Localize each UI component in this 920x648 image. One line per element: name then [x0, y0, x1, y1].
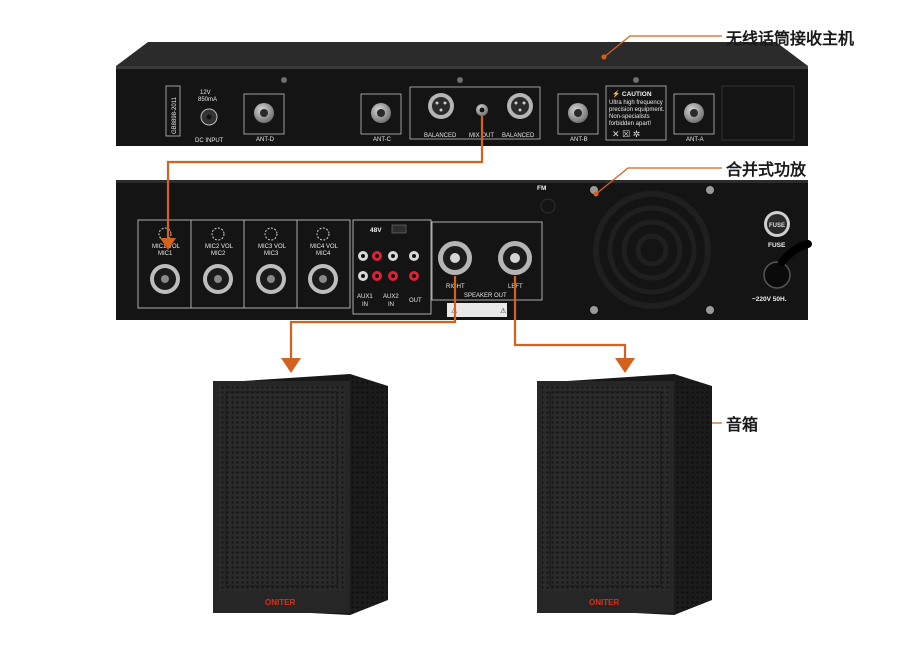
- certification-label: GB8898-2011: [172, 96, 178, 134]
- receiver-callout-label: 无线话筒接收主机: [726, 29, 855, 48]
- speaker-side-panel: [674, 374, 712, 615]
- integrated-amplifier: MIC1 VOL MIC1 MIC2 VOL MIC2 MIC3 VOL MIC…: [116, 180, 812, 320]
- power-spec-voltage: 12V: [200, 90, 211, 96]
- balanced-right-label: BALANCED: [502, 133, 535, 139]
- audio-output-block: BALANCED MIX OUT BALANCED: [409, 86, 541, 140]
- amplifier-callout-line: [595, 167, 722, 195]
- arrow-down-icon: [160, 238, 176, 250]
- ant-b-label: ANT-B: [570, 137, 588, 143]
- ant-a-label: ANT-A: [686, 137, 704, 143]
- mic-input-section: MIC1 VOL MIC1 MIC2 VOL MIC2 MIC3 VOL MIC…: [137, 219, 351, 309]
- speaker-side-panel: [350, 374, 388, 615]
- receiver-callout-line: [603, 35, 722, 58]
- antenna-port-a[interactable]: ANT-A: [673, 93, 715, 143]
- caution-line: forbidden apart!: [609, 121, 651, 127]
- volume-knob-icon: [211, 227, 225, 241]
- aux2-label: AUX2: [383, 294, 399, 300]
- ant-c-label: ANT-C: [373, 137, 392, 143]
- warning-icon: ⚠: [500, 307, 507, 315]
- mic-channel-2[interactable]: MIC2 VOL MIC2: [203, 227, 234, 294]
- amplifier-callout-label: 合并式功放: [726, 160, 807, 179]
- fm-antenna-port[interactable]: [540, 198, 556, 214]
- connection-lines: [160, 116, 635, 373]
- mic4-vol-label: MIC4 VOL: [310, 244, 339, 250]
- right-to-speaker-left-cable: [289, 276, 457, 360]
- rating-plate: [447, 303, 507, 317]
- fuse-cap-text: FUSE: [769, 223, 785, 229]
- mic-channel-4[interactable]: MIC4 VOL MIC4: [308, 227, 339, 294]
- balanced-left-label: BALANCED: [424, 133, 457, 139]
- mic3-vol-label: MIC3 VOL: [258, 244, 287, 250]
- arrow-down-icon: [615, 358, 635, 373]
- caution-line: Non-specialists: [609, 114, 650, 120]
- mic2-label: MIC2: [211, 251, 226, 257]
- aux-section: 48V AUX1 IN AUX2 IN OUT: [352, 219, 432, 315]
- caution-line: precision equipment.: [609, 107, 665, 113]
- mic-channel-3[interactable]: MIC3 VOL MIC3: [256, 227, 287, 294]
- volume-knob-icon: [316, 227, 330, 241]
- power-inlet[interactable]: ~220V 50H.: [752, 240, 812, 303]
- aux1-label: AUX1: [357, 294, 373, 300]
- aux1-in-jacks[interactable]: [358, 251, 382, 281]
- receiver-top: [116, 42, 808, 66]
- xlr-balanced-right[interactable]: [507, 93, 533, 119]
- caution-title: ⚡ CAUTION: [612, 90, 652, 98]
- mic1-label: MIC1: [158, 251, 173, 257]
- fuse-label: FUSE: [768, 242, 786, 249]
- mic4-label: MIC4: [316, 251, 331, 257]
- speaker-grille: [542, 386, 669, 592]
- dc-input-port[interactable]: 12V 850mA DC INPUT: [195, 90, 224, 144]
- caution-panel: ⚡ CAUTION Ultra high frequency precision…: [605, 85, 667, 141]
- volume-knob-icon: [158, 227, 172, 241]
- speaker-left: ONITER: [213, 374, 388, 615]
- speaker-grille: [218, 386, 345, 592]
- antenna-port-d[interactable]: ANT-D: [243, 93, 285, 143]
- ant-d-label: ANT-D: [256, 137, 275, 143]
- out-label: OUT: [409, 298, 422, 304]
- speakon-left[interactable]: LEFT: [498, 241, 532, 290]
- aux2-in-label: IN: [388, 302, 394, 308]
- screw-icon: [633, 77, 639, 83]
- power-spec-label: ~220V 50H.: [752, 296, 787, 303]
- fm-label: FM: [537, 185, 546, 192]
- screw-icon: [706, 186, 714, 194]
- mix-out-jack[interactable]: [476, 104, 488, 116]
- speaker-right: ONITER: [537, 374, 712, 615]
- screw-icon: [457, 77, 463, 83]
- volume-knob-icon: [264, 227, 278, 241]
- out-jacks[interactable]: [409, 251, 419, 281]
- speaker-callout-label: 音箱: [726, 415, 759, 434]
- speaker-out-label: SPEAKER OUT: [464, 293, 507, 299]
- screw-icon: [281, 77, 287, 83]
- cooling-fan: [590, 186, 714, 314]
- speaker-out-section: RIGHT LEFT SPEAKER OUT ⚠ ⚠: [431, 221, 543, 317]
- fan-grill-icon: [593, 191, 711, 309]
- speaker-brand-logo: ONITER: [589, 598, 619, 607]
- arrow-down-icon: [281, 358, 301, 373]
- xlr-balanced-left[interactable]: [428, 93, 454, 119]
- left-to-speaker-right-cable: [513, 276, 627, 360]
- screw-icon: [590, 306, 598, 314]
- dc-input-label: DC INPUT: [195, 138, 224, 144]
- aux2-in-jacks[interactable]: [388, 251, 398, 281]
- antenna-port-b[interactable]: ANT-B: [557, 93, 599, 143]
- phantom-power-label: 48V: [370, 227, 382, 234]
- mixout-to-mic1-cable: [166, 116, 484, 238]
- fuse-holder[interactable]: FUSE FUSE: [764, 211, 790, 249]
- aux1-in-label: IN: [362, 302, 368, 308]
- mic2-vol-label: MIC2 VOL: [205, 244, 234, 250]
- tools-icon: ✕ ☒ ✲: [612, 129, 640, 139]
- caution-line: Ultra high frequency: [609, 100, 663, 106]
- mic3-label: MIC3: [264, 251, 279, 257]
- power-spec-current: 850mA: [198, 97, 217, 103]
- screw-icon: [706, 306, 714, 314]
- power-cord-icon: [763, 261, 791, 289]
- antenna-port-c[interactable]: ANT-C: [360, 93, 402, 143]
- phantom-switch[interactable]: [391, 224, 407, 234]
- wireless-receiver: GB8898-2011 12V 850mA DC INPUT ANT-D ANT…: [116, 42, 808, 146]
- speaker-brand-logo: ONITER: [265, 598, 295, 607]
